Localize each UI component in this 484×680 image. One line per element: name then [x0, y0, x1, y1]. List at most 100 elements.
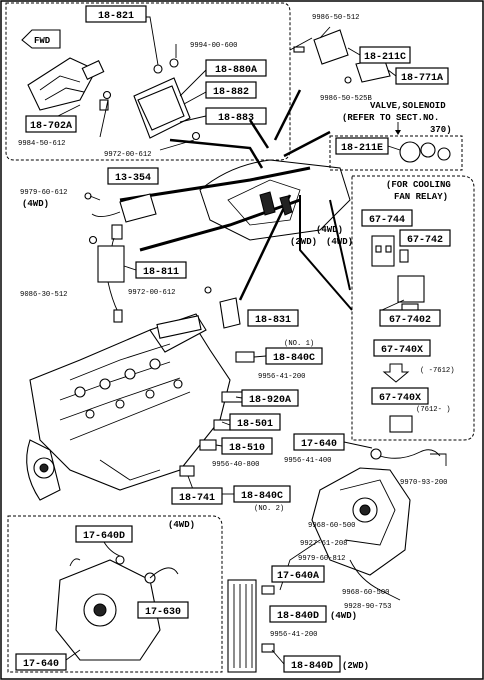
svg-text:18-821: 18-821: [98, 11, 134, 22]
solenoid-valve: [387, 141, 451, 163]
pn-9956-41-200: 9956-41-200: [258, 373, 305, 381]
no2-note: (NO. 2): [254, 505, 284, 513]
relay-bracket-top: [289, 29, 391, 84]
callout-17-640: 17-640: [293, 433, 345, 451]
svg-text:18-882: 18-882: [213, 87, 249, 98]
4wd-note-b: (4WD): [316, 225, 343, 235]
bolt-ring: [204, 286, 212, 294]
solenoid-valve-frame: [329, 135, 463, 171]
svg-text:18-741: 18-741: [179, 493, 215, 504]
inset-engine-bay-frame: [5, 2, 291, 161]
callout-18-702a: 18-702A: [25, 115, 77, 133]
callout-18-741: 18-741: [171, 487, 223, 505]
svg-text:18-811: 18-811: [143, 267, 179, 278]
cooling-note-2: FAN RELAY): [394, 192, 448, 202]
fwd-arrow-icon: FWD: [21, 29, 61, 49]
pn-9986-50-525b: 9986-50-525B: [320, 95, 372, 103]
callout-18-840c-no2: 18-840C: [233, 485, 291, 503]
ecu-bracket: [27, 57, 105, 111]
control-unit: [133, 77, 191, 139]
callout-18-920a: 18-920A: [241, 389, 299, 407]
valve-solenoid-note: VALVE,SOLENOID: [370, 101, 446, 111]
callout-18-840d-4wd: 18-840D: [269, 605, 327, 623]
pn-9970-93-200: 9970-93-200: [400, 479, 447, 487]
pn-9986-50-512: 9986-50-512: [312, 14, 359, 22]
bracket-831: [219, 297, 241, 329]
pn-9968-60-500: 9968-60-500: [308, 522, 355, 530]
4wd-note-a: (4WD): [22, 199, 49, 209]
svg-text:67-744: 67-744: [369, 215, 405, 226]
pn-9994-00-600: 9994-00-600: [190, 42, 237, 50]
svg-text:67-7402: 67-7402: [389, 315, 431, 326]
callout-17-640a: 17-640A: [271, 565, 325, 583]
svg-text:67-742: 67-742: [407, 235, 443, 246]
svg-text:17-640: 17-640: [23, 659, 59, 670]
down-arrow-icon: [382, 363, 410, 383]
svg-text:18-840D: 18-840D: [291, 661, 333, 672]
callout-17-640-b: 17-640: [15, 653, 67, 671]
svg-text:67-740X: 67-740X: [379, 393, 421, 404]
speed-sensor-harness: [370, 448, 447, 466]
section-370-note: 370): [430, 125, 452, 135]
callout-67-742: 67-742: [399, 229, 451, 247]
svg-text:17-640A: 17-640A: [277, 571, 319, 582]
callout-67-744: 67-744: [361, 209, 413, 227]
callout-18-882: 18-882: [205, 81, 257, 99]
svg-text:18-920A: 18-920A: [249, 395, 291, 406]
callout-67-740x-a: 67-740X: [373, 339, 431, 357]
2wd-note-e: (2WD): [342, 661, 369, 671]
pn-9979-60-812: 9979-60-812: [298, 555, 345, 563]
callout-17-640d: 17-640D: [75, 525, 133, 543]
pn-9956-41-400: 9956-41-400: [284, 457, 331, 465]
callout-13-354: 13-354: [107, 167, 159, 185]
pn-9927-61-208: 9927-61-208: [300, 540, 347, 548]
callout-18-880a: 18-880A: [205, 59, 267, 77]
svg-text:18-771A: 18-771A: [401, 73, 443, 84]
temp-sensors-bottom: [261, 585, 275, 653]
vehicle-outline: [199, 159, 351, 241]
wire-leaders: [119, 89, 353, 311]
callout-17-630: 17-630: [137, 601, 189, 619]
range-note-1: ( -7612): [420, 367, 455, 375]
no1-note: (NO. 1): [284, 340, 314, 348]
4wd-note-d: (4WD): [168, 520, 195, 530]
svg-text:18-211C: 18-211C: [364, 52, 406, 63]
callout-18-501: 18-501: [229, 413, 281, 431]
relay-unit: [389, 415, 413, 433]
fwd-label: FWD: [34, 36, 51, 46]
refer-section-note: (REFER TO SECT.NO.: [342, 113, 439, 123]
callout-18-211e: 18-211E: [335, 137, 389, 155]
inset-4wd-frame: [7, 515, 223, 673]
pn-9984-50-612: 9984-50-612: [18, 140, 65, 148]
callout-18-211c: 18-211C: [359, 46, 411, 64]
4wd-note-e: (4WD): [330, 611, 357, 621]
svg-text:18-831: 18-831: [255, 315, 291, 326]
pn-9979-60-612: 9979-60-612: [20, 189, 67, 197]
svg-text:17-630: 17-630: [145, 607, 181, 618]
transmission: [279, 467, 411, 601]
4wd-note-c: (4WD): [326, 237, 353, 247]
sensor-811: [88, 235, 125, 323]
pn-9086-30-512: 9086-30-512: [20, 291, 67, 299]
callout-67-740x-b: 67-740X: [371, 387, 429, 405]
sensor-harness: [84, 192, 157, 261]
callout-18-771a: 18-771A: [395, 67, 449, 85]
pn-9968-60-500-b: 9968-60-500: [342, 589, 389, 597]
pn-9972-00-612: 9972-00-612: [128, 289, 175, 297]
svg-text:18-840C: 18-840C: [241, 491, 283, 502]
relay-parts: [371, 235, 425, 313]
callout-18-840d-2wd: 18-840D: [283, 655, 341, 673]
callout-18-883: 18-883: [205, 107, 267, 125]
svg-text:18-510: 18-510: [229, 443, 265, 454]
callout-18-840c-no1: 18-840C: [265, 347, 323, 365]
svg-text:18-883: 18-883: [218, 113, 254, 124]
engine-block: [26, 313, 231, 501]
callout-67-7402: 67-7402: [379, 309, 441, 327]
svg-text:17-640: 17-640: [301, 439, 337, 450]
svg-text:67-740X: 67-740X: [381, 345, 423, 356]
svg-text:18-501: 18-501: [237, 419, 273, 430]
svg-text:18-880A: 18-880A: [215, 65, 257, 76]
svg-text:18-840C: 18-840C: [273, 353, 315, 364]
